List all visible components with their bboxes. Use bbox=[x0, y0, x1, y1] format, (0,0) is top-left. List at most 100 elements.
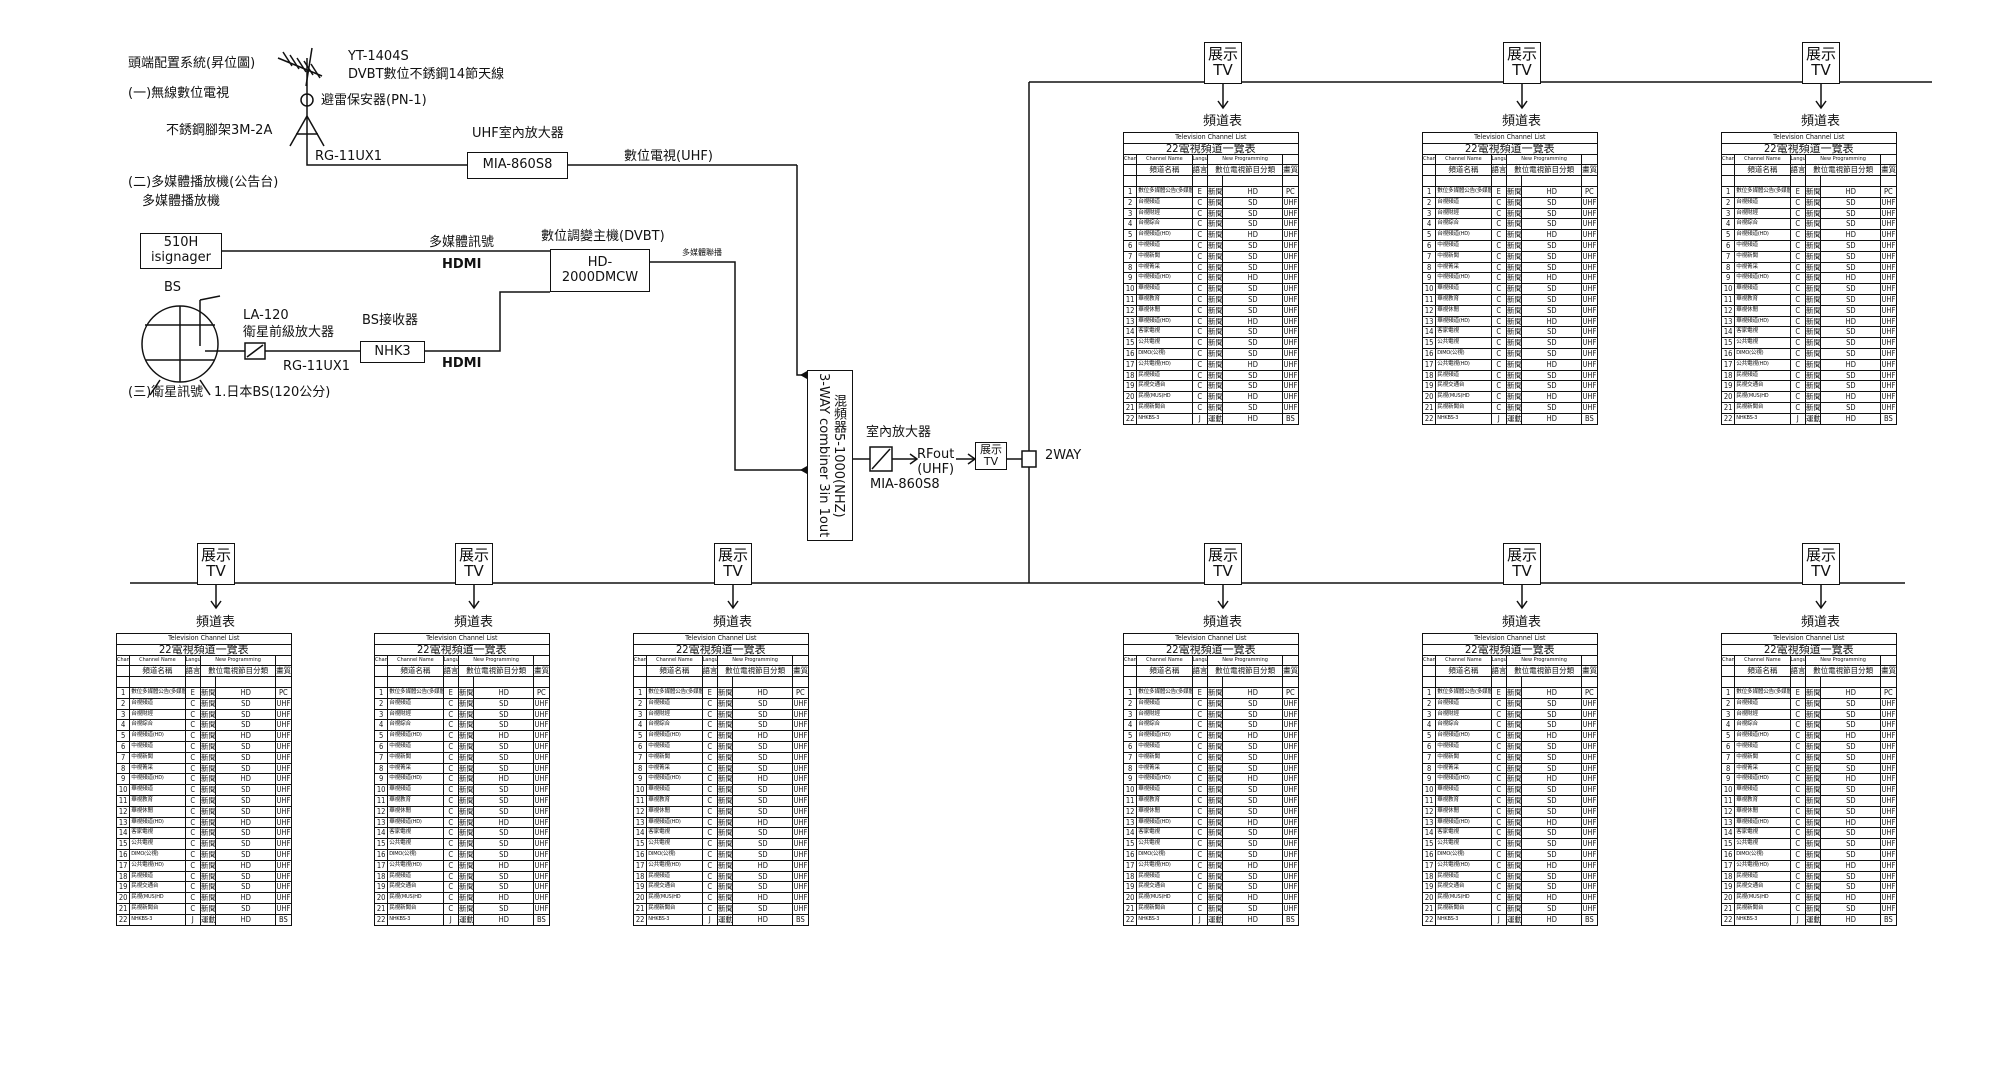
table-cell: 民視新聞台 bbox=[1435, 401, 1492, 414]
table-cell: 5 bbox=[1421, 229, 1437, 241]
table-cell: SD bbox=[1820, 369, 1882, 382]
table-cell: 6 bbox=[1720, 239, 1736, 252]
table-cell: UHF bbox=[275, 773, 292, 786]
table-cell: 新聞/綜合 bbox=[199, 751, 217, 764]
table-cell: UHF bbox=[1880, 827, 1897, 840]
table-cell: HD bbox=[1521, 686, 1583, 699]
table-cell: 公共電視 bbox=[1435, 337, 1492, 349]
table-cell: C bbox=[1490, 730, 1508, 742]
table-cell: 客家電視 bbox=[1136, 827, 1193, 840]
table-cell: 新聞/綜合 bbox=[1804, 686, 1822, 699]
table-cell: 中視頻道 bbox=[1734, 740, 1791, 753]
table-cell: HD bbox=[1222, 185, 1284, 198]
table-cell: UHF bbox=[1282, 892, 1299, 904]
table-cell: SD bbox=[1820, 827, 1882, 840]
table-cell: 中視新聞 bbox=[1435, 250, 1492, 263]
table-cell: 新聞/綜合 bbox=[1206, 838, 1224, 850]
table-cell: 新聞/綜合 bbox=[1505, 239, 1523, 252]
table-cell: 6 bbox=[632, 740, 648, 753]
table-cell: 3 bbox=[632, 708, 648, 721]
table-cell: 新聞/綜合 bbox=[1804, 272, 1822, 285]
table-cell: UHF bbox=[533, 902, 550, 915]
table-cell: SD bbox=[1521, 401, 1583, 414]
table-cell: HD bbox=[732, 686, 794, 699]
table-cell: 新聞/綜合 bbox=[1505, 196, 1523, 209]
table-cell: UHF bbox=[1880, 272, 1897, 285]
table-cell: UHF bbox=[1581, 740, 1598, 753]
table-cell: 華視休閒 bbox=[1734, 304, 1791, 317]
table-cell: C bbox=[442, 838, 460, 850]
table-cell bbox=[1136, 175, 1193, 187]
table-cell: C bbox=[1789, 218, 1807, 231]
table-cell: 14 bbox=[1122, 827, 1138, 840]
table-cell: UHF bbox=[1581, 380, 1598, 393]
table-cell: 民視頻道 bbox=[1435, 870, 1492, 883]
table-cell: 民視(MUS)HD bbox=[1435, 892, 1492, 904]
table-cell: UHF bbox=[1282, 838, 1299, 850]
table-cell: 9 bbox=[1122, 272, 1138, 285]
table-cell bbox=[1282, 175, 1299, 187]
table-cell: 畫質 bbox=[1282, 665, 1299, 678]
table-cell: BS bbox=[1880, 412, 1897, 425]
table-cell bbox=[1804, 676, 1822, 688]
table-cell: C bbox=[1490, 401, 1508, 414]
table-cell: 中視頻道(HD) bbox=[1734, 773, 1791, 786]
table-cell: C bbox=[442, 870, 460, 883]
table-cell: 民視頻道 bbox=[387, 870, 444, 883]
table-cell: 新聞/綜合 bbox=[716, 784, 734, 796]
bs-note-label: 1.日本BS(120公分) bbox=[214, 385, 331, 400]
table-cell: UHF bbox=[1581, 902, 1598, 915]
table-cell: C bbox=[184, 719, 202, 732]
table-cell: 新聞/綜合 bbox=[1206, 358, 1224, 371]
table-cell: C bbox=[1789, 838, 1807, 850]
table-cell: UHF bbox=[533, 697, 550, 710]
table-cell: 新聞/綜合 bbox=[1804, 358, 1822, 371]
table-cell: 民視交通台 bbox=[1435, 380, 1492, 393]
antenna-desc: DVBT數位不銹鋼14節天線 bbox=[348, 67, 505, 82]
table-cell: PC bbox=[792, 686, 809, 699]
table-cell: C bbox=[1191, 827, 1209, 840]
table-cell: 民視(MUS)HD bbox=[129, 892, 186, 904]
table-cell: 民視(MUS)HD bbox=[1136, 892, 1193, 904]
table-cell: 新聞/綜合 bbox=[1804, 196, 1822, 209]
table-cell: SD bbox=[732, 870, 794, 883]
table-cell: SD bbox=[1521, 827, 1583, 840]
table-cell bbox=[732, 676, 794, 688]
table-cell: UHF bbox=[533, 719, 550, 732]
table-cell: 數位多媒體公告(多媒體) bbox=[1734, 686, 1791, 699]
table-cell: SD bbox=[1521, 708, 1583, 721]
table-cell: 新聞/綜合 bbox=[1804, 315, 1822, 328]
table-cell: SD bbox=[1222, 401, 1284, 414]
table-cell bbox=[1720, 175, 1736, 187]
table-cell bbox=[1734, 175, 1791, 187]
table-cell: 數位電視節目分類 bbox=[199, 665, 277, 678]
table-cell: HD bbox=[473, 773, 535, 786]
table-cell: 中視菁采 bbox=[1435, 762, 1492, 775]
table-cell: C bbox=[442, 881, 460, 894]
table-cell: C bbox=[1490, 805, 1508, 818]
table-cell: C bbox=[184, 881, 202, 894]
table-cell: 新聞/綜合 bbox=[1206, 805, 1224, 818]
table-cell: HD bbox=[1521, 272, 1583, 285]
table-cell: C bbox=[1490, 358, 1508, 371]
table-cell: 中視頻道(HD) bbox=[387, 773, 444, 786]
table-cell: 民視頻道 bbox=[1435, 369, 1492, 382]
table-cell: 3 bbox=[1122, 207, 1138, 220]
table-cell bbox=[1521, 676, 1583, 688]
